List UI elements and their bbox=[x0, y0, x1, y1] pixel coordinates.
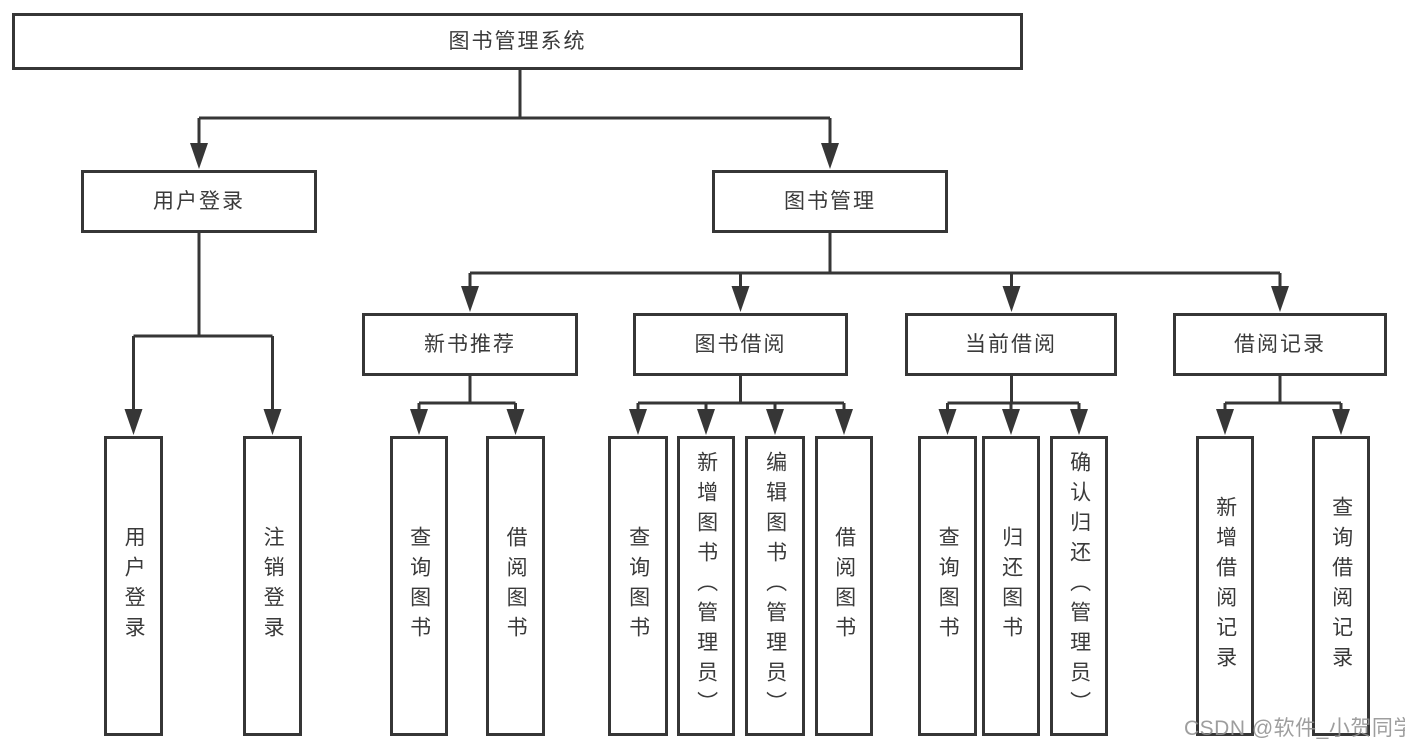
node-book-management: 图书管理 bbox=[712, 170, 948, 233]
arrow-icon bbox=[124, 409, 143, 435]
leaf-label: 查询借阅记录 bbox=[1329, 496, 1353, 676]
arrow-icon bbox=[1271, 286, 1289, 312]
arrow-icon bbox=[461, 286, 479, 312]
arrow-icon bbox=[629, 409, 647, 435]
arrow-icon bbox=[506, 409, 525, 435]
connector-currentborrow-leaves bbox=[946, 376, 1081, 414]
leaf-label: 注销登录 bbox=[261, 526, 285, 646]
arrow-icon bbox=[766, 409, 784, 435]
leaf-label: 用户登录 bbox=[122, 526, 146, 646]
connector-lines bbox=[132, 70, 1343, 414]
arrow-icon bbox=[835, 409, 853, 435]
node-leaf-query-books-1: 查询图书 bbox=[390, 436, 448, 736]
leaf-label: 查询图书 bbox=[626, 526, 650, 646]
leaf-label: 编辑图书（管理员） bbox=[763, 451, 787, 721]
leaf-label: 确认归还（管理员） bbox=[1067, 451, 1091, 721]
node-current-borrow: 当前借阅 bbox=[905, 313, 1117, 376]
connector-root-level2 bbox=[197, 70, 832, 148]
node-leaf-confirm-return-admin: 确认归还（管理员） bbox=[1050, 436, 1108, 736]
node-leaf-add-borrow-record: 新增借阅记录 bbox=[1196, 436, 1254, 736]
connector-bookmgmt-level3 bbox=[468, 233, 1282, 290]
connector-bookborrow-leaves bbox=[636, 376, 846, 414]
node-leaf-query-books-2: 查询图书 bbox=[608, 436, 668, 736]
node-leaf-add-books-admin: 新增图书（管理员） bbox=[677, 436, 735, 736]
arrow-icon bbox=[731, 286, 750, 312]
leaf-label: 查询图书 bbox=[407, 526, 431, 646]
leaf-label: 新增图书（管理员） bbox=[694, 451, 718, 721]
leaf-label: 借阅图书 bbox=[832, 526, 856, 646]
node-leaf-query-books-3: 查询图书 bbox=[918, 436, 977, 736]
node-leaf-logout: 注销登录 bbox=[243, 436, 302, 736]
arrow-icon bbox=[1332, 409, 1350, 435]
node-user-login: 用户登录 bbox=[81, 170, 317, 233]
csdn-watermark: CSDN @软件_小贺同学 bbox=[1184, 717, 1405, 740]
node-borrow-records: 借阅记录 bbox=[1173, 313, 1387, 376]
connector-records-leaves bbox=[1223, 376, 1343, 414]
connector-newbooks-leaves bbox=[417, 376, 517, 414]
arrow-icon bbox=[190, 143, 208, 169]
node-new-book-recommend: 新书推荐 bbox=[362, 313, 578, 376]
arrow-icon bbox=[1002, 286, 1021, 312]
leaf-label: 查询图书 bbox=[936, 526, 960, 646]
leaf-label: 借阅图书 bbox=[504, 526, 528, 646]
node-leaf-borrow-books-2: 借阅图书 bbox=[815, 436, 873, 736]
arrow-icon bbox=[938, 409, 957, 435]
arrow-icon bbox=[410, 409, 428, 435]
node-root-library-system: 图书管理系统 bbox=[12, 13, 1023, 70]
arrow-icon bbox=[1216, 409, 1234, 435]
connector-userlogin-leaves bbox=[132, 233, 274, 414]
node-leaf-return-books: 归还图书 bbox=[982, 436, 1040, 736]
arrowheads bbox=[124, 143, 1350, 435]
node-leaf-edit-books-admin: 编辑图书（管理员） bbox=[745, 436, 805, 736]
arrow-icon bbox=[697, 409, 715, 435]
node-leaf-query-borrow-record: 查询借阅记录 bbox=[1312, 436, 1370, 736]
arrow-icon bbox=[1002, 409, 1020, 435]
arrow-icon bbox=[263, 409, 282, 435]
node-leaf-borrow-books-1: 借阅图书 bbox=[486, 436, 545, 736]
node-leaf-user-login: 用户登录 bbox=[104, 436, 163, 736]
leaf-label: 新增借阅记录 bbox=[1213, 496, 1237, 676]
arrow-icon bbox=[821, 143, 839, 169]
arrow-icon bbox=[1070, 409, 1088, 435]
node-book-borrow: 图书借阅 bbox=[633, 313, 848, 376]
leaf-label: 归还图书 bbox=[999, 526, 1023, 646]
